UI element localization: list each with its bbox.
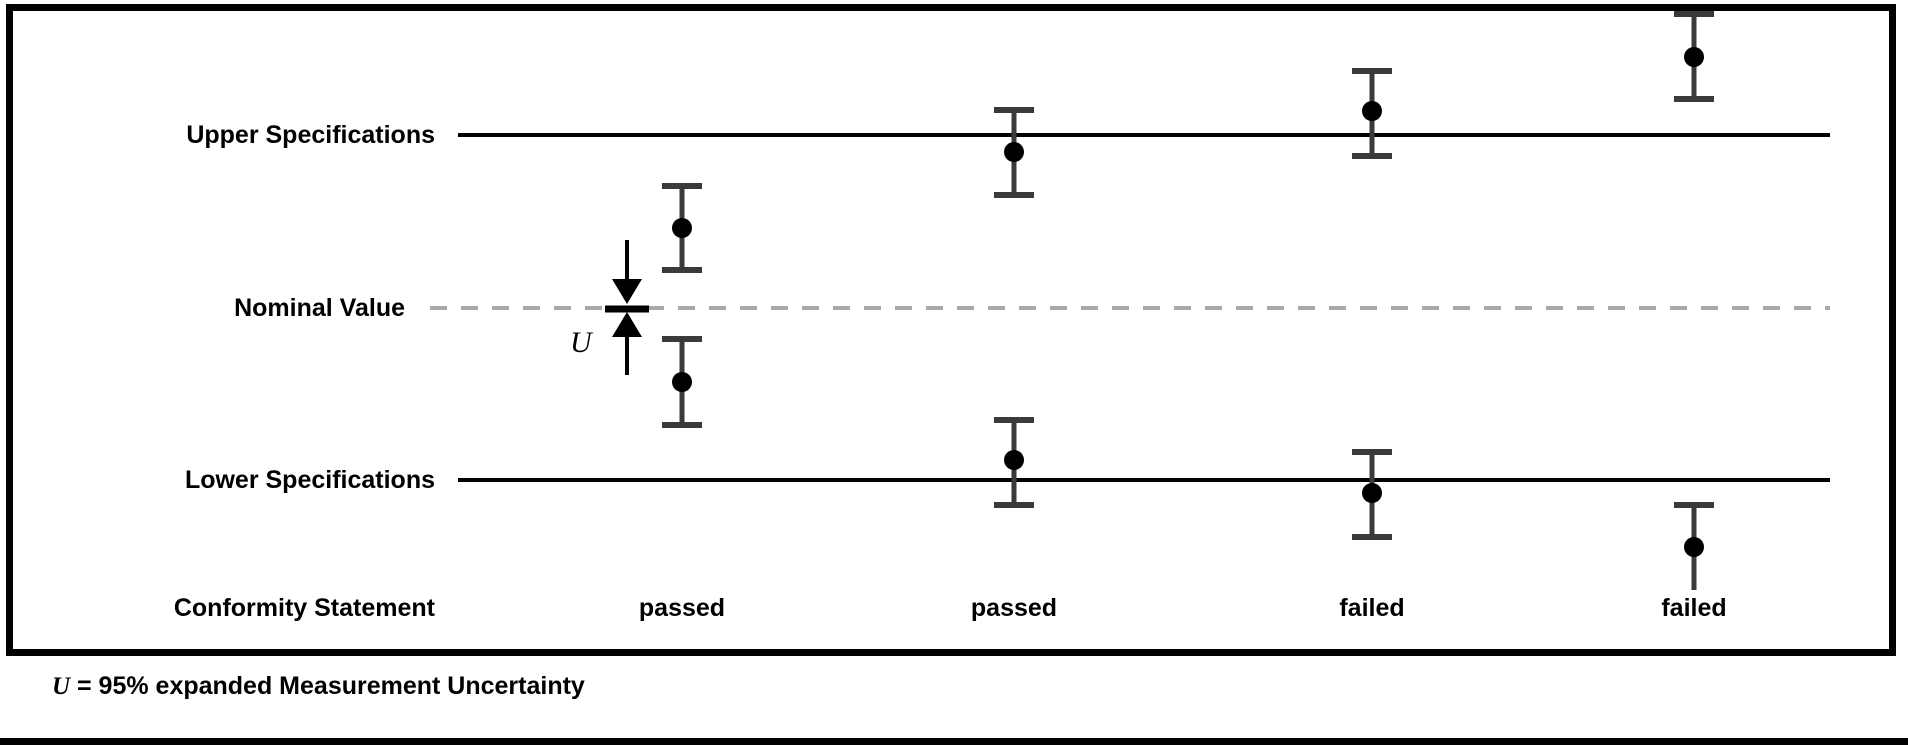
data-point-marker xyxy=(1004,450,1024,470)
errorbar-group-4 xyxy=(1674,11,1714,590)
uncertainty-symbol-label: U xyxy=(570,326,592,359)
errorbar-group-3 xyxy=(1352,68,1392,540)
errorbar-group-1 xyxy=(662,183,702,428)
data-point-marker xyxy=(672,218,692,238)
axis-label-lower-specifications: Lower Specifications xyxy=(184,466,435,494)
axis-label-nominal-value: Nominal Value xyxy=(234,294,405,322)
errorbar-2a xyxy=(994,107,1034,198)
errorbar-2b xyxy=(994,417,1034,508)
caption-text: = 95% expanded Measurement Uncertainty xyxy=(70,672,585,700)
figure-caption: U = 95% expanded Measurement Uncertainty xyxy=(52,672,585,701)
data-point-marker xyxy=(1684,47,1704,67)
axis-label-upper-specifications: Upper Specifications xyxy=(186,121,435,149)
data-point-marker xyxy=(1362,483,1382,503)
data-point-marker xyxy=(1684,537,1704,557)
errorbar-3b xyxy=(1352,449,1392,540)
errorbar-4a xyxy=(1674,11,1714,102)
conformity-value-1: passed xyxy=(638,594,726,622)
data-point-marker xyxy=(1362,101,1382,121)
errorbar-4b xyxy=(1674,502,1714,590)
data-point-marker xyxy=(672,372,692,392)
errorbar-1b xyxy=(662,336,702,428)
errorbar-1a xyxy=(662,183,702,273)
figure-frame xyxy=(6,4,1896,656)
conformity-value-4: failed xyxy=(1661,594,1727,622)
uncertainty-arrow-annotation xyxy=(605,240,649,375)
caption-symbol: U xyxy=(52,673,71,700)
conformity-value-3: failed xyxy=(1339,594,1405,622)
errorbar-group-2 xyxy=(994,107,1034,508)
u-arrow-down-head xyxy=(612,279,642,304)
data-point-marker xyxy=(1004,142,1024,162)
errorbar-3a xyxy=(1352,68,1392,159)
axis-label-conformity-statement: Conformity Statement xyxy=(173,594,435,622)
bottom-rule xyxy=(0,738,1908,745)
u-arrow-up-head xyxy=(612,312,642,337)
reference-lines xyxy=(430,133,1830,482)
conformity-value-2: passed xyxy=(970,594,1058,622)
